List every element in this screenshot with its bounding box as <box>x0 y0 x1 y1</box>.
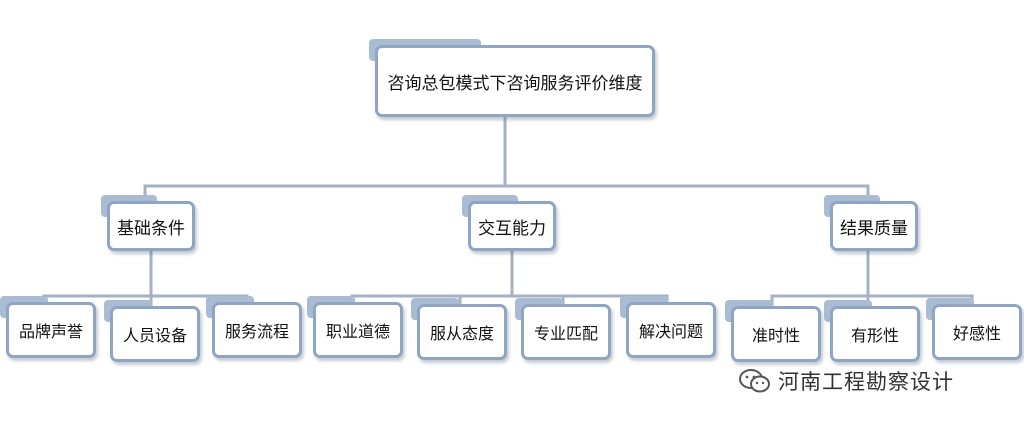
item-label: 服从态度 <box>417 304 507 360</box>
item-label: 品牌声誉 <box>6 302 96 358</box>
item-favorability: 好感性 <box>926 298 1022 360</box>
category-interaction-ability: 交互能力 <box>462 195 556 251</box>
category-result-quality: 结果质量 <box>824 195 918 251</box>
item-problem-solving: 解决问题 <box>620 296 716 358</box>
root-node: 咨询总包模式下咨询服务评价维度 <box>369 39 655 117</box>
watermark: 河南工程勘察设计 <box>738 366 954 396</box>
item-label: 解决问题 <box>626 302 716 358</box>
item-label: 专业匹配 <box>521 304 611 360</box>
item-label: 有形性 <box>830 306 920 362</box>
wechat-icon <box>739 369 770 393</box>
item-brand-reputation: 品牌声誉 <box>0 296 96 358</box>
item-label: 职业道德 <box>313 302 403 358</box>
category-basic-conditions: 基础条件 <box>101 195 195 251</box>
item-tangibility: 有形性 <box>824 300 920 362</box>
item-professional-ethics: 职业道德 <box>307 296 403 358</box>
item-label: 人员设备 <box>110 306 200 362</box>
item-service-process: 服务流程 <box>206 296 302 358</box>
item-compliance-attitude: 服从态度 <box>411 298 507 360</box>
item-label: 服务流程 <box>212 302 302 358</box>
category-label: 交互能力 <box>468 201 556 251</box>
item-label: 好感性 <box>932 304 1022 360</box>
item-punctuality: 准时性 <box>725 300 821 362</box>
item-label: 准时性 <box>731 306 821 362</box>
category-label: 基础条件 <box>107 201 195 251</box>
item-personnel-equipment: 人员设备 <box>104 300 200 362</box>
item-professional-match: 专业匹配 <box>515 298 611 360</box>
category-label: 结果质量 <box>830 201 918 251</box>
root-label: 咨询总包模式下咨询服务评价维度 <box>375 45 655 117</box>
watermark-text: 河南工程勘察设计 <box>778 370 954 394</box>
